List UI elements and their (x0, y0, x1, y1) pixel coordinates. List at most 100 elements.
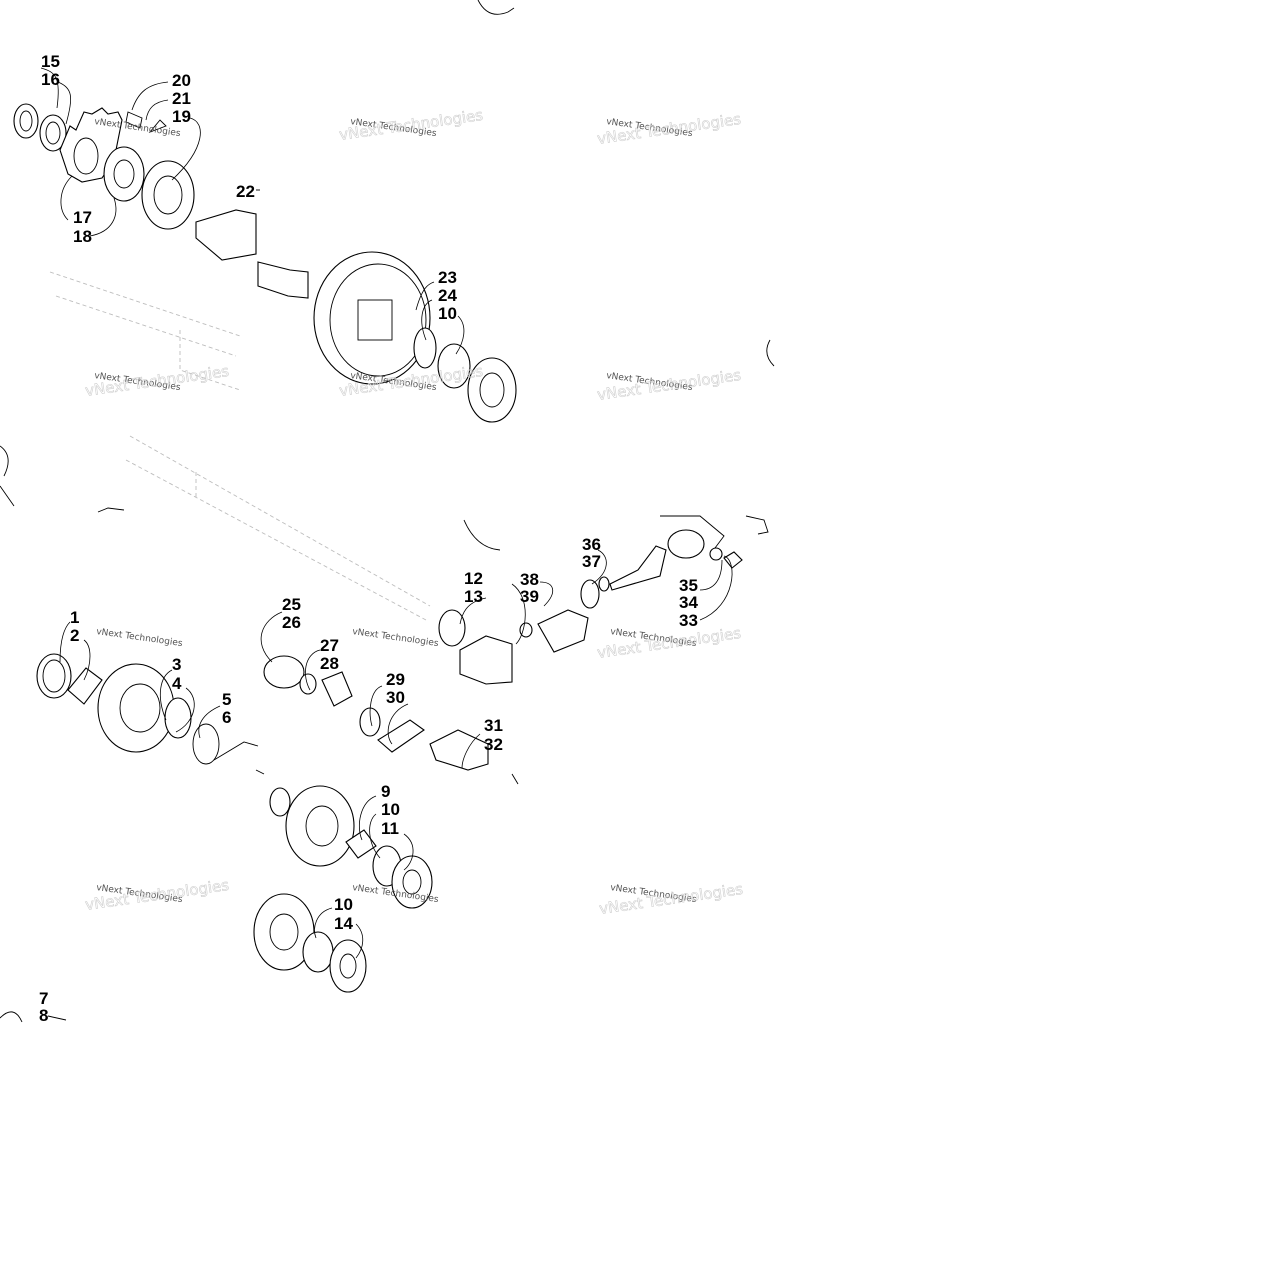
gear-part (253, 893, 315, 971)
key-part (148, 119, 167, 134)
spacer-part (67, 667, 103, 705)
bearing-part (141, 160, 195, 230)
partial-part (0, 1011, 67, 1023)
callout-2: 2 (70, 626, 79, 645)
callout-28: 28 (320, 654, 339, 673)
callout-37: 37 (582, 552, 601, 571)
callout-23: 23 (438, 268, 457, 287)
callout-18: 18 (73, 227, 92, 246)
callout-29: 29 (386, 670, 405, 689)
callout-34: 34 (679, 593, 698, 612)
callout-25: 25 (282, 595, 301, 614)
watermark: vNext Technologies (84, 876, 230, 914)
watermark: vNext Technologies (84, 362, 230, 400)
callout-9: 9 (381, 782, 390, 801)
housing-partial (660, 515, 725, 553)
callout-10: 10 (438, 304, 457, 323)
callout-8: 8 (39, 1006, 48, 1025)
gear-part (321, 671, 353, 707)
snap-ring-part (192, 723, 220, 765)
ghost-shaft (49, 271, 241, 391)
callout-4: 4 (172, 674, 182, 693)
callout-31: 31 (484, 716, 503, 735)
callout-20: 20 (172, 71, 191, 90)
partial-part (463, 519, 501, 551)
partial-gear (97, 507, 125, 513)
tile-fourth-row: 9 10 11 10 14 7 8 vNext Technologies vNe… (0, 769, 745, 1025)
gear-shaft-part (459, 635, 513, 685)
washer-part (103, 146, 145, 202)
washer-part (709, 547, 723, 561)
callout-22: 22 (236, 182, 255, 201)
pinion-part (609, 545, 667, 591)
bushing-part (263, 655, 305, 689)
shaft-part (257, 261, 309, 299)
washer-part (269, 787, 291, 817)
partial-part (255, 769, 519, 785)
bolt-part (723, 551, 743, 569)
callout-5: 5 (222, 690, 231, 709)
tile-second-row: 23 24 10 vNext Technologies vNext Techno… (49, 251, 775, 423)
callout-27: 27 (320, 636, 339, 655)
sleeve-part (537, 609, 589, 653)
callout-15: 15 (41, 52, 60, 71)
callout-21: 21 (172, 89, 191, 108)
bolt-part (125, 111, 143, 129)
watermark: vNext Technologies (596, 110, 742, 148)
bearing-part (329, 939, 367, 993)
o-ring-part (519, 622, 533, 638)
callout-35: 35 (679, 576, 698, 595)
callout-38: 38 (520, 570, 539, 589)
housing-part (429, 729, 489, 771)
callout-16: 16 (41, 70, 60, 89)
callout-17: 17 (73, 208, 92, 227)
partial-part (766, 339, 775, 367)
o-ring-part (299, 673, 317, 695)
partial-gear (213, 741, 259, 761)
callout-12: 12 (464, 569, 483, 588)
callout-30: 30 (386, 688, 405, 707)
partial-part (0, 445, 15, 507)
callout-6: 6 (222, 708, 231, 727)
callout-19: 19 (172, 107, 191, 126)
callout-10: 10 (381, 800, 400, 819)
callout-32: 32 (484, 735, 503, 754)
washer-part (438, 609, 466, 647)
large-gear-part (313, 251, 431, 385)
tile-third-row: 1 2 3 4 5 6 25 26 27 28 29 30 31 32 12 1… (0, 435, 769, 771)
washer-part (302, 931, 334, 973)
seal-part (667, 529, 705, 559)
callout-26: 26 (282, 613, 301, 632)
bearing-part (391, 855, 433, 909)
callout-24: 24 (438, 286, 457, 305)
shaft-part (195, 209, 257, 261)
watermark: vNext Technologies (338, 106, 484, 144)
bearing-part (467, 357, 517, 423)
gasket-part (377, 719, 425, 753)
callout-3: 3 (172, 655, 181, 674)
washer-part (437, 343, 471, 389)
gear-part (285, 785, 355, 867)
o-ring-part (580, 579, 600, 609)
callout-7: 7 (39, 989, 48, 1008)
watermark: vNext Technologies (352, 627, 440, 649)
ring-part (36, 653, 72, 699)
seal-part (13, 103, 39, 139)
partial-part-top (477, 0, 515, 15)
callout-11: 11 (381, 819, 399, 838)
watermark: vNext Technologies (96, 627, 184, 649)
gear-part (97, 663, 175, 753)
callout-39: 39 (520, 587, 539, 606)
spacer-part (345, 829, 377, 859)
callout-10: 10 (334, 895, 353, 914)
callout-13: 13 (464, 587, 483, 606)
bolt-part (745, 515, 769, 535)
o-ring-part (598, 576, 610, 592)
washer-part (164, 697, 192, 739)
ghost-shaft (125, 435, 431, 621)
tile-top-left: 15 16 17 18 19 20 21 22 vNext Technologi… (13, 0, 743, 261)
washer-part (39, 114, 67, 152)
callout-33: 33 (679, 611, 698, 630)
washer-part (413, 327, 437, 369)
